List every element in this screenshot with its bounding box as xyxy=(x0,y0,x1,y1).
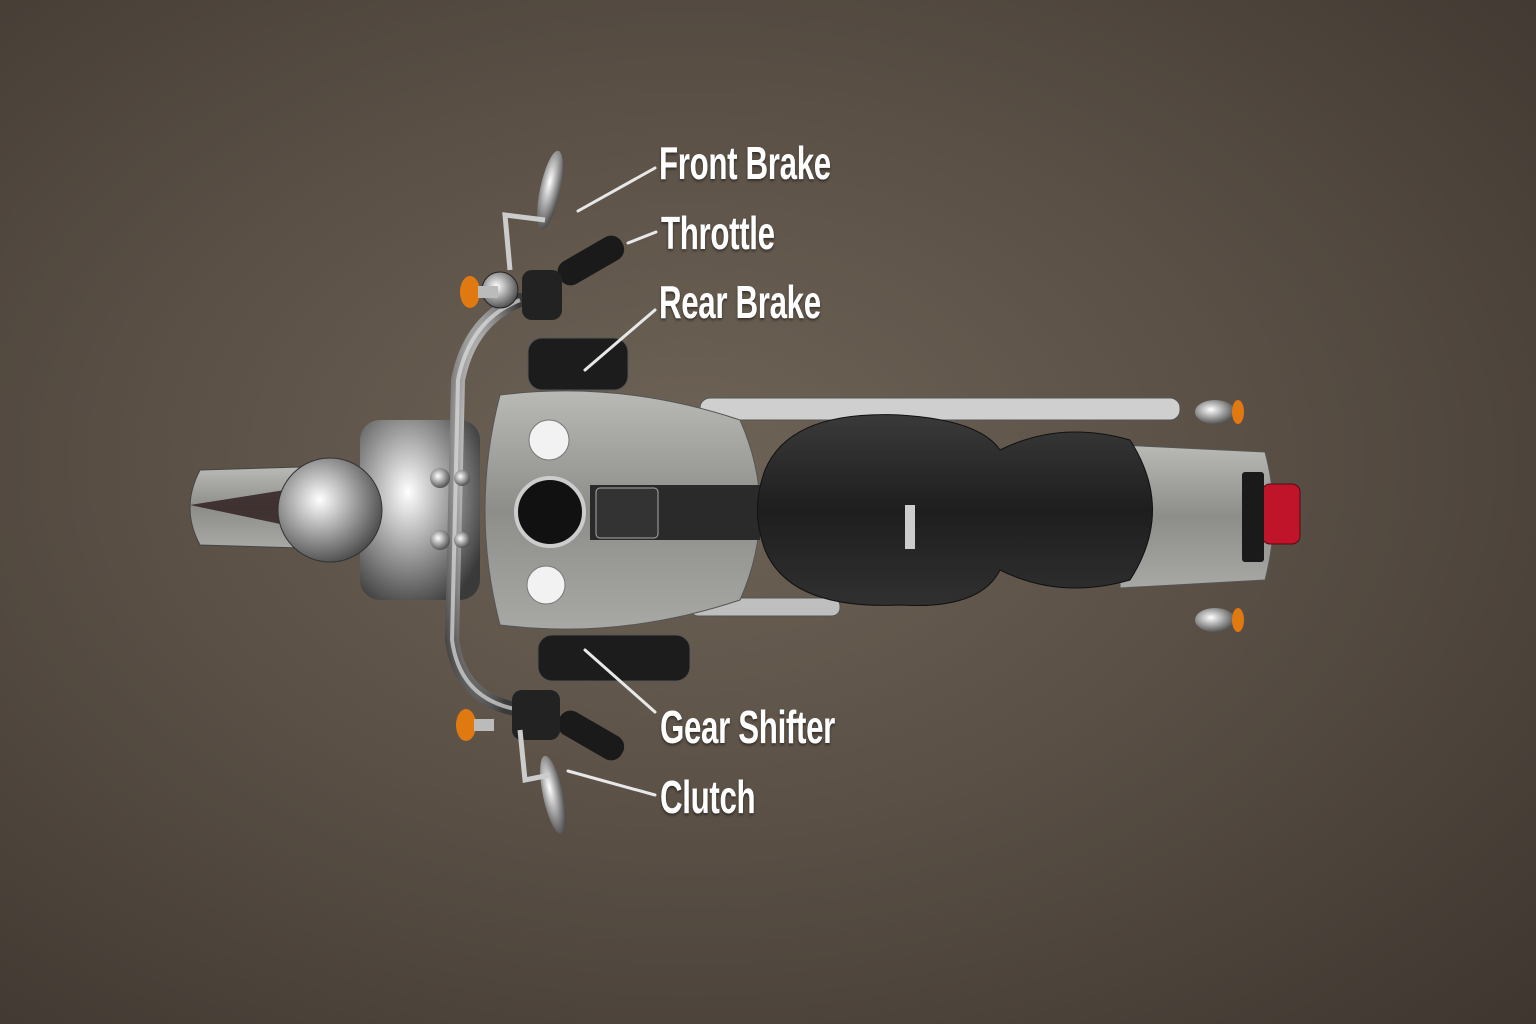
license-bracket xyxy=(1242,472,1264,562)
clutch-label: Clutch xyxy=(660,771,756,823)
right-footboard xyxy=(527,337,629,391)
front-brake-leader-line xyxy=(576,166,657,213)
rear-turn-signals xyxy=(1195,400,1244,632)
exhaust-pipes xyxy=(689,397,1181,617)
fuel-cap xyxy=(528,419,570,461)
rear-brake-leader-line xyxy=(583,308,657,372)
clutch-grip xyxy=(557,710,625,761)
right-mirror xyxy=(537,150,563,230)
gear-shifter-leader-line xyxy=(583,648,657,714)
rear-brake-label: Rear Brake xyxy=(659,276,821,328)
taillight xyxy=(1261,483,1301,545)
front-brake-label: Front Brake xyxy=(659,137,831,189)
left-footboard xyxy=(537,634,691,682)
speedometer xyxy=(514,476,586,548)
ignition-console xyxy=(595,487,659,539)
throttle-label: Throttle xyxy=(661,207,775,259)
throttle-leader-line xyxy=(626,230,658,245)
gear-shifter-label: Gear Shifter xyxy=(660,701,835,753)
headlight xyxy=(277,457,383,563)
throttle-grip xyxy=(557,235,625,286)
left-mirror xyxy=(540,755,566,835)
front-turn-signals xyxy=(456,276,498,741)
fuel-cap-left xyxy=(526,565,566,605)
seat xyxy=(757,414,1153,607)
clutch-leader-line xyxy=(566,769,657,797)
